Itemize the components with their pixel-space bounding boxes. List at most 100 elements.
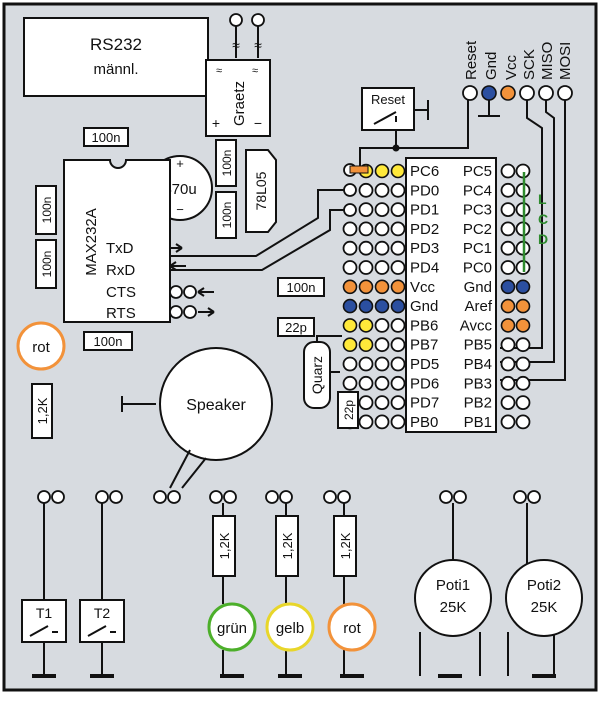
mcu-left-pad <box>374 221 390 237</box>
reset-button: Reset <box>359 87 469 168</box>
rs232-label: RS232 <box>90 35 142 54</box>
svg-text:22p: 22p <box>342 400 356 420</box>
cap-100n-max-bottom: 100n <box>83 331 133 351</box>
mcu-left-pad <box>358 240 374 256</box>
mcu-left-pad <box>374 395 390 411</box>
isp-header: Reset Gnd Vcc SCK MISO MOSI <box>462 40 574 381</box>
poti2-value: 25K <box>531 599 558 616</box>
mcu-right-pad <box>515 298 531 314</box>
mcu-left-pad <box>390 260 406 275</box>
resistor-left: 1,2K <box>31 383 53 439</box>
svg-text:100n: 100n <box>40 197 54 224</box>
mcu-right-pad <box>500 279 516 295</box>
cts-rts-pads <box>169 243 215 319</box>
isp-label-miso: MISO <box>539 42 556 80</box>
txd-trace <box>170 189 346 257</box>
mcu-right-pad <box>515 414 531 430</box>
mcu-right-pad <box>500 221 516 237</box>
svg-text:≈: ≈ <box>216 65 222 77</box>
isp-label-mosi: MOSI <box>557 42 574 80</box>
mcu-left-pad <box>342 221 358 237</box>
svg-text:rot: rot <box>32 339 50 356</box>
mcu-right-pad <box>500 202 516 218</box>
mcu-left-pad <box>374 375 390 391</box>
mcu-right-pad <box>500 356 516 372</box>
mcu-right-pad <box>500 395 516 411</box>
svg-text:−: − <box>176 202 184 217</box>
mcu-left-pad <box>390 240 406 256</box>
svg-text:Quarz: Quarz <box>309 356 325 394</box>
mcu-left-pad <box>342 318 358 333</box>
mcu-pin-right-pb2: PB2 <box>464 395 492 412</box>
mcu-pin-left-pd4: PD4 <box>410 260 439 277</box>
mcu-chip: PC6PD0PD1PD2PD3PD4VccGndPB6PB7PD5PD6PD7P… <box>405 157 497 433</box>
max232-rxd: RxD <box>106 262 135 279</box>
mcu-pin-left-pb0: PB0 <box>410 414 438 431</box>
mcu-pin-right-pb3: PB3 <box>464 375 492 392</box>
svg-text:1,2K: 1,2K <box>338 532 353 559</box>
mcu-left-pad <box>342 337 358 353</box>
mcu-left-pad <box>374 202 390 218</box>
max232-txd: TxD <box>106 240 134 257</box>
mcu-left-pad <box>390 395 406 411</box>
svg-text:78L05: 78L05 <box>253 171 269 210</box>
mcu-pin-left-pc6: PC6 <box>410 163 439 180</box>
mcu-left-pad <box>390 317 406 333</box>
svg-text:≈: ≈ <box>232 37 240 53</box>
poti1: Poti1 25K <box>414 503 492 678</box>
mcu-left-pad <box>358 356 374 372</box>
mcu-left-pad <box>374 337 390 353</box>
mcu-left-pad <box>342 356 358 372</box>
mcu-left-pad <box>390 298 406 314</box>
graetz-label: Graetz <box>231 81 248 126</box>
svg-text:1,2K: 1,2K <box>217 532 232 559</box>
mcu-pin-left-vcc: Vcc <box>410 279 436 296</box>
isp-label-vcc: Vcc <box>503 54 520 80</box>
poti2: Poti2 25K <box>505 503 583 678</box>
mcu-left-pad <box>374 356 390 372</box>
mcu-right-pad <box>500 240 516 256</box>
mcu-right-pad <box>515 375 531 391</box>
led-gelb-branch: 1,2K gelb <box>265 503 315 678</box>
mcu-left-pad <box>358 337 374 353</box>
serial-header-pads <box>343 163 369 217</box>
svg-text:T1: T1 <box>36 605 53 621</box>
speaker-label: Speaker <box>186 397 246 414</box>
mcu-right-pad <box>515 337 531 353</box>
mcu-right-pads <box>500 163 531 430</box>
max232-rts: RTS <box>106 305 136 322</box>
mcu-left-pad <box>374 279 390 295</box>
mcu-pin-left-pd7: PD7 <box>410 395 439 412</box>
bottom-pad-row <box>37 490 541 504</box>
cap-100n-max-left-2: 100n <box>35 239 57 289</box>
cap-100n-top: 100n <box>83 127 129 147</box>
poti2-name: Poti2 <box>527 577 561 594</box>
speaker: Speaker <box>121 347 273 489</box>
mcu-pin-right-pb5: PB5 <box>464 337 492 354</box>
mcu-pin-right-pc3: PC3 <box>463 202 492 219</box>
svg-text:−: − <box>254 115 262 131</box>
cap-22p-bottom: 22p <box>337 391 359 429</box>
mcu-right-pad <box>500 375 516 391</box>
cap-100n-regulator-1: 100n <box>215 139 237 187</box>
mcu-pin-right-pc4: PC4 <box>463 182 492 199</box>
mcu-pin-right-pc5: PC5 <box>463 163 492 180</box>
led-rot-label: rot <box>343 620 361 637</box>
mcu-right-pad <box>515 318 531 333</box>
svg-text:1,2K: 1,2K <box>35 397 50 424</box>
mcu-pin-left-pd5: PD5 <box>410 356 439 373</box>
mcu-pin-left-pd0: PD0 <box>410 182 439 199</box>
mcu-right-pad <box>515 395 531 411</box>
svg-text:22p: 22p <box>285 320 307 335</box>
svg-text:+: + <box>212 115 220 131</box>
mcu-right-pad <box>500 318 516 333</box>
mcu-left-pad <box>374 163 390 179</box>
mcu-left-pad <box>342 298 358 314</box>
mcu-pin-left-pd2: PD2 <box>410 221 439 238</box>
mcu-left-pad <box>358 260 374 275</box>
led-rot-branch: 1,2K rot <box>327 503 377 678</box>
isp-label-sck: SCK <box>521 49 538 80</box>
max232-chip: MAX232A TxD RxD CTS RTS <box>63 159 171 323</box>
mcu-pin-left-pd3: PD3 <box>410 240 439 257</box>
mcu-left-pad <box>358 221 374 237</box>
